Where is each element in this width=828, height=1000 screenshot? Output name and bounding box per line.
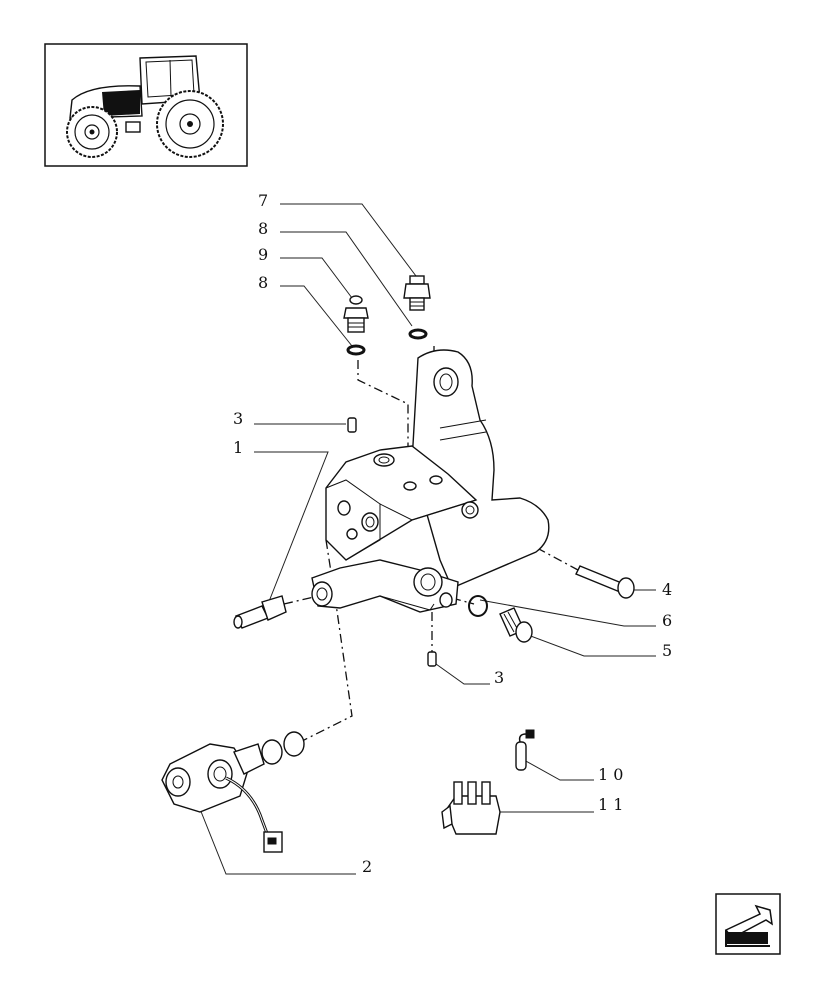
fitting-part-5[interactable] (499, 607, 533, 643)
callout-7: 7 (258, 191, 268, 210)
tractor-thumbnail-icon[interactable] (44, 43, 248, 167)
plug-part-3-lower[interactable] (427, 651, 437, 667)
seal-ring-part-8-upper[interactable] (408, 328, 428, 340)
callout-3-lower: 3 (494, 668, 504, 687)
valve-body-part-1[interactable] (311, 349, 550, 613)
callout-9: 9 (258, 245, 268, 264)
callout-3-upper: 3 (233, 409, 243, 428)
sensor-part-10[interactable] (515, 729, 535, 771)
solenoid-part-2[interactable] (161, 731, 305, 853)
pressure-switch-part-7[interactable] (403, 275, 431, 311)
callout-11: 1 1 (598, 795, 623, 814)
bolt-part-4[interactable] (575, 565, 635, 599)
back-arrow-icon[interactable] (715, 893, 781, 955)
o-ring-part-6[interactable] (468, 595, 488, 617)
callout-8-upper: 8 (258, 219, 268, 238)
callout-2: 2 (362, 857, 372, 876)
stud-fitting[interactable] (233, 595, 287, 629)
callout-6: 6 (662, 611, 672, 630)
callout-10: 1 0 (598, 765, 623, 784)
leader-lines (197, 203, 656, 875)
callout-1: 1 (233, 438, 243, 457)
connector-part-11[interactable] (441, 781, 501, 835)
callout-5: 5 (662, 641, 672, 660)
callout-4: 4 (662, 580, 672, 599)
fitting-part-9[interactable] (343, 295, 369, 333)
callout-8-lower: 8 (258, 273, 268, 292)
plug-part-3-upper[interactable] (347, 417, 357, 433)
seal-ring-part-8-lower[interactable] (346, 344, 366, 356)
